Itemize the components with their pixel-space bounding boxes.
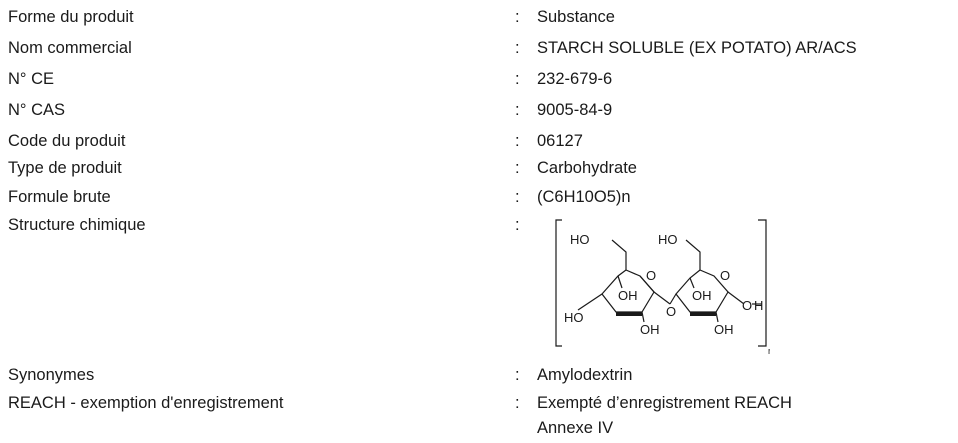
label-bridge-o: O (666, 304, 676, 319)
label-end-h: H (754, 298, 763, 313)
value-trade-name: STARCH SOLUBLE (EX POTATO) AR/ACS (537, 39, 857, 57)
value-product-code: 06127 (537, 132, 583, 150)
label-ring-o-1: O (646, 268, 656, 283)
label-ec-number: N° CE (8, 70, 55, 88)
label-cas-number: N° CAS (8, 101, 66, 119)
value-product-form: Substance (537, 8, 615, 26)
row-chemical-structure: Structure chimique : (0, 216, 958, 240)
row-formula: Formule brute : (C6H10O5)n (0, 188, 958, 212)
label-oh-3: OH (640, 322, 660, 337)
row-reach-exemption-line2: Annexe IV (0, 419, 958, 443)
value-reach-exemption: Exempté d’enregistrement REACH (537, 394, 792, 412)
colon: : (515, 216, 520, 234)
label-subscript-n: n (768, 346, 770, 356)
chemical-structure-image: HO HO O O OH OH OH OH HO O O H n (555, 219, 770, 356)
label-synonyms: Synonymes (8, 366, 95, 384)
label-reach-exemption: REACH - exemption d'enregistrement (8, 394, 284, 412)
colon: : (515, 159, 520, 177)
label-ring-o-2: O (720, 268, 730, 283)
label-oh-1: OH (618, 288, 638, 303)
colon: : (515, 39, 520, 57)
colon: : (515, 70, 520, 88)
row-product-code: Code du produit : 06127 (0, 132, 958, 156)
value-ec-number: 232-679-6 (537, 70, 613, 88)
colon: : (515, 8, 520, 26)
label-ho-1: HO (570, 232, 590, 247)
row-product-type: Type de produit : Carbohydrate (0, 159, 958, 183)
row-cas-number: N° CAS : 9005-84-9 (0, 101, 958, 125)
colon: : (515, 366, 520, 384)
label-ho-left: HO (564, 310, 584, 325)
row-product-form: Forme du produit : Substance (0, 8, 958, 32)
colon: : (515, 188, 520, 206)
label-trade-name: Nom commercial (8, 39, 132, 57)
row-ec-number: N° CE : 232-679-6 (0, 70, 958, 94)
label-chemical-structure: Structure chimique (8, 216, 146, 234)
row-reach-exemption: REACH - exemption d'enregistrement : Exe… (0, 394, 958, 418)
colon: : (515, 132, 520, 150)
label-product-form: Forme du produit (8, 8, 134, 26)
label-oh-2: OH (692, 288, 712, 303)
label-ho-2: HO (658, 232, 678, 247)
row-trade-name: Nom commercial : STARCH SOLUBLE (EX POTA… (0, 39, 958, 63)
value-synonyms: Amylodextrin (537, 366, 633, 384)
colon: : (515, 394, 520, 412)
label-oh-4: OH (714, 322, 734, 337)
value-product-type: Carbohydrate (537, 159, 637, 177)
label-formula: Formule brute (8, 188, 111, 206)
label-product-type: Type de produit (8, 159, 122, 177)
row-synonyms: Synonymes : Amylodextrin (0, 366, 958, 390)
label-product-code: Code du produit (8, 132, 126, 150)
colon: : (515, 101, 520, 119)
value-cas-number: 9005-84-9 (537, 101, 613, 119)
value-reach-exemption-line2: Annexe IV (537, 419, 614, 437)
value-formula: (C6H10O5)n (537, 188, 631, 206)
label-end-o: O (742, 298, 752, 313)
